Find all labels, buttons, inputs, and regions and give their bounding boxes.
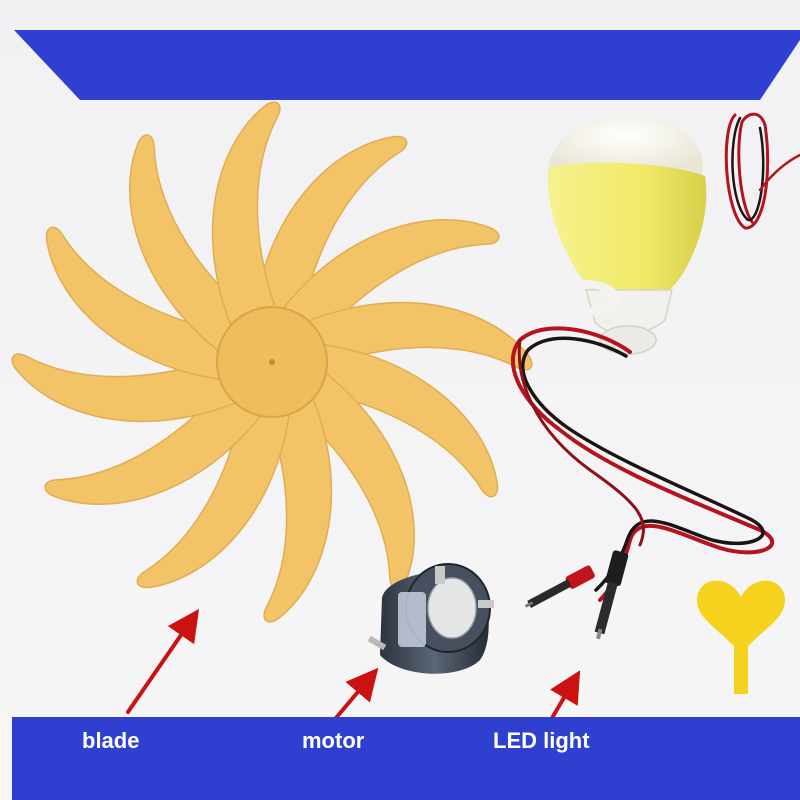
- motor-terminal-2: [478, 600, 494, 608]
- blade-hub-center: [269, 359, 275, 365]
- bottom-banner: [12, 717, 800, 800]
- bulb-top: [548, 113, 704, 178]
- top-banner: [14, 30, 800, 100]
- blade-label: blade: [82, 728, 140, 753]
- arrow-icon: [126, 608, 200, 714]
- bulb-socket: [599, 325, 657, 355]
- motor-label: motor: [302, 728, 365, 753]
- fan-blade: [44, 385, 266, 505]
- led-cable: [510, 326, 775, 602]
- motor-sticker: [398, 592, 426, 647]
- fan-blade: [317, 343, 499, 498]
- led-light-label: LED light: [493, 728, 590, 753]
- fan-blade-icon: [11, 101, 533, 623]
- bulb-body: [547, 162, 707, 292]
- motor-terminal-1: [435, 566, 445, 584]
- fan-blade: [129, 134, 249, 356]
- alligator-clips: [524, 550, 629, 640]
- fan-blade: [211, 101, 281, 333]
- wire-coil: [724, 112, 800, 230]
- led-bulb-icon: [547, 113, 707, 355]
- fan-blade: [278, 219, 500, 339]
- bulb-hanger: [551, 280, 619, 316]
- heart-tag-icon: [696, 580, 786, 694]
- motor-end-cap: [427, 577, 477, 639]
- arrow-icon: [550, 670, 581, 720]
- motor-shaft: [367, 635, 387, 651]
- fan-blade: [253, 135, 408, 317]
- fan-blade: [136, 407, 291, 589]
- fan-blade: [45, 226, 227, 381]
- motor-icon: [367, 563, 494, 674]
